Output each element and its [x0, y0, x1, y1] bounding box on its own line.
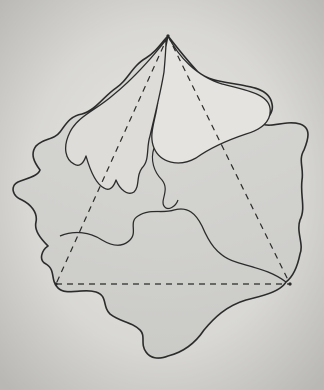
vertex-left: [54, 282, 57, 285]
vertex-right: [288, 282, 291, 285]
vertex-top: [166, 34, 169, 37]
